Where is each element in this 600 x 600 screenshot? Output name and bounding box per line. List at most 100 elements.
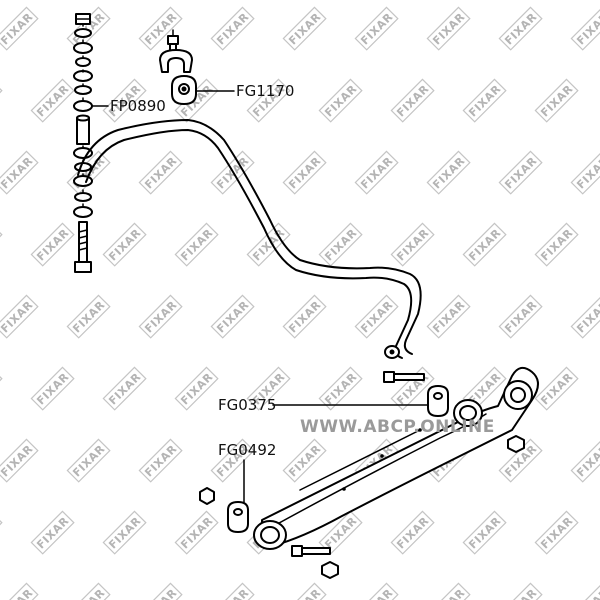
fixar-watermark-stamp: FIXAR [66, 582, 111, 600]
fixar-watermark-text: FIXAR [394, 82, 431, 119]
fixar-watermark-stamp: FIXAR [354, 582, 399, 600]
label-fg0492: FG0492 [218, 441, 276, 459]
fixar-watermark-text: FIXAR [538, 82, 575, 119]
fixar-watermark-stamp: FIXAR [174, 510, 219, 555]
fixar-watermark-stamp: FIXAR [138, 438, 183, 483]
fixar-watermark-text: FIXAR [430, 298, 467, 335]
fixar-watermark-stamp: FIXAR [30, 510, 75, 555]
fixar-watermark-text: FIXAR [34, 226, 71, 263]
fixar-watermark-stamp: FIXAR [0, 294, 39, 339]
fixar-watermark-stamp: FIXAR [138, 582, 183, 600]
fixar-watermark-stamp: FIXAR [318, 366, 363, 411]
bushing-fg0375 [427, 385, 449, 417]
fixar-watermark-stamp: FIXAR [138, 150, 183, 195]
fixar-watermark-stamp: FIXAR [0, 78, 3, 123]
fixar-watermark-text: FIXAR [34, 82, 71, 119]
fixar-watermark-stamp: FIXAR [498, 294, 543, 339]
fixar-watermark-text: FIXAR [106, 370, 143, 407]
fixar-watermark-stamp: FIXAR [282, 150, 327, 195]
fixar-watermark-text: FIXAR [286, 442, 323, 479]
fixar-watermark-stamp: FIXAR [174, 222, 219, 267]
fixar-watermark-text: FIXAR [358, 154, 395, 191]
fixar-watermark-text: FIXAR [394, 514, 431, 551]
fixar-watermark-stamp: FIXAR [390, 510, 435, 555]
fixar-watermark-stamp: FIXAR [210, 6, 255, 51]
fixar-watermark-text: FIXAR [178, 226, 215, 263]
fixar-watermark-stamp: FIXAR [0, 510, 3, 555]
fixar-watermark-stamp: FIXAR [570, 582, 600, 600]
fixar-watermark-text: FIXAR [358, 298, 395, 335]
fixar-watermark-stamp: FIXAR [426, 294, 471, 339]
fixar-watermark-text: FIXAR [142, 154, 179, 191]
fixar-watermark-text: FIXAR [322, 82, 359, 119]
fixar-watermark-stamp: FIXAR [0, 222, 3, 267]
fixar-watermark-text: FIXAR [358, 10, 395, 47]
site-watermark: WWW.ABCP.ONLINE [300, 417, 495, 437]
fixar-watermark-text: FIXAR [502, 298, 539, 335]
fixar-watermark-stamp: FIXAR [570, 294, 600, 339]
label-fp0890: FP0890 [110, 97, 166, 115]
fixar-watermark-text: FIXAR [214, 10, 251, 47]
fixar-watermark-text: FIXAR [430, 10, 467, 47]
fixar-watermark-stamp: FIXAR [498, 6, 543, 51]
fixar-watermark-text: FIXAR [430, 154, 467, 191]
fixar-watermark-text: FIXAR [322, 370, 359, 407]
fixar-watermark-text: FIXAR [538, 226, 575, 263]
fixar-watermark-text: FIXAR [142, 442, 179, 479]
bushing-fg0492 [227, 501, 249, 533]
fixar-watermark-text: FIXAR [106, 226, 143, 263]
nut-right [507, 435, 525, 453]
sway-bar [77, 119, 422, 359]
label-fg0375: FG0375 [218, 396, 276, 414]
fixar-watermark-text: FIXAR [70, 442, 107, 479]
fixar-watermark-text: FIXAR [466, 82, 503, 119]
fixar-watermark-text: FIXAR [502, 10, 539, 47]
fixar-watermark-stamp: FIXAR [534, 366, 579, 411]
fixar-watermark-stamp: FIXAR [66, 438, 111, 483]
fixar-watermark-stamp: FIXAR [102, 222, 147, 267]
fixar-watermark-text: FIXAR [178, 514, 215, 551]
fixar-watermark-stamp: FIXAR [426, 6, 471, 51]
fixar-watermark-stamp: FIXAR [354, 150, 399, 195]
fixar-watermark-text: FIXAR [142, 298, 179, 335]
fixar-watermark-text: FIXAR [34, 514, 71, 551]
fixar-watermark-text: FIXAR [322, 226, 359, 263]
fixar-watermark-text: FIXAR [466, 226, 503, 263]
bolt-lower [291, 545, 339, 579]
fixar-watermark-stamp: FIXAR [354, 6, 399, 51]
fixar-watermark-stamp: FIXAR [354, 294, 399, 339]
fixar-watermark-text: FIXAR [502, 154, 539, 191]
fixar-watermark-stamp: FIXAR [282, 438, 327, 483]
fixar-watermark-stamp: FIXAR [390, 222, 435, 267]
fixar-watermark-stamp: FIXAR [138, 294, 183, 339]
fixar-watermark-stamp: FIXAR [318, 78, 363, 123]
fixar-watermark-text: FIXAR [538, 514, 575, 551]
fixar-watermark-text: FIXAR [574, 442, 600, 479]
fixar-watermark-text: FIXAR [394, 226, 431, 263]
stabilizer-link-assembly [73, 13, 93, 273]
fixar-watermark-text: FIXAR [178, 370, 215, 407]
fixar-watermark-stamp: FIXAR [30, 366, 75, 411]
fixar-watermark-stamp: FIXAR [318, 222, 363, 267]
nut-left [199, 487, 215, 505]
fixar-watermark-stamp: FIXAR [570, 438, 600, 483]
fixar-watermark-stamp: FIXAR [462, 510, 507, 555]
fixar-watermark-stamp: FIXAR [534, 510, 579, 555]
fixar-watermark-text: FIXAR [0, 586, 36, 600]
fixar-watermark-stamp: FIXAR [498, 150, 543, 195]
bolt-upper [383, 371, 425, 383]
fixar-watermark-stamp: FIXAR [426, 150, 471, 195]
fixar-watermark-stamp: FIXAR [426, 582, 471, 600]
fixar-watermark-stamp: FIXAR [210, 582, 255, 600]
fixar-watermark-stamp: FIXAR [0, 150, 39, 195]
fixar-watermark-stamp: FIXAR [102, 510, 147, 555]
fixar-watermark-text: FIXAR [70, 298, 107, 335]
fixar-watermark-stamp: FIXAR [0, 6, 39, 51]
fixar-watermark-text: FIXAR [286, 298, 323, 335]
fixar-watermark-stamp: FIXAR [282, 582, 327, 600]
fixar-watermark-stamp: FIXAR [390, 78, 435, 123]
fixar-watermark-stamp: FIXAR [0, 582, 39, 600]
fixar-watermark-text: FIXAR [574, 298, 600, 335]
fixar-watermark-stamp: FIXAR [0, 366, 3, 411]
